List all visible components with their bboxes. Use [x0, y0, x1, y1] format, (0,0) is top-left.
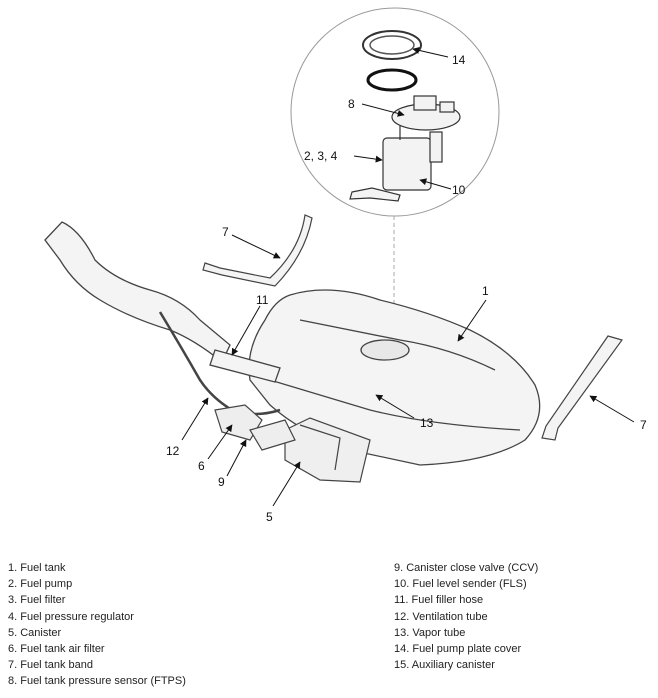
fuel-system-diagram: 14 8 2, 3, 4 10 7 1 11 13 7 12 6 9 5	[44, 7, 647, 524]
callout-13: 13	[420, 416, 434, 430]
legend-item: 10. Fuel level sender (FLS)	[394, 578, 527, 591]
callout-6: 6	[198, 459, 205, 473]
o-ring	[366, 68, 418, 92]
legend-item: 2. Fuel pump	[8, 578, 73, 591]
legend-item: 4. Fuel pressure regulator	[8, 610, 134, 623]
callout-14: 14	[452, 53, 466, 67]
legend-item: 8. Fuel tank pressure sensor (FTPS)	[8, 675, 186, 688]
legend-item: 6. Fuel tank air filter	[8, 643, 105, 656]
legend-item: 14. Fuel pump plate cover	[394, 643, 522, 656]
fuel-pump-module	[349, 95, 461, 202]
legend-item: 1. Fuel tank	[8, 562, 66, 574]
callout-10: 10	[452, 183, 466, 197]
leader-lines	[181, 46, 635, 507]
callout-7-right: 7	[640, 418, 647, 432]
callout-9: 9	[218, 475, 225, 489]
callout-1: 1	[482, 284, 489, 298]
legend-item: 15. Auxiliary canister	[394, 659, 495, 672]
legend-item: 9. Canister close valve (CCV)	[394, 562, 539, 574]
legend-item: 13. Vapor tube	[394, 626, 466, 639]
callout-5: 5	[266, 510, 273, 524]
callout-7-left: 7	[222, 225, 229, 239]
callout-11: 11	[256, 293, 269, 307]
fuel-tank	[248, 289, 541, 466]
fuel-filler-neck	[44, 221, 281, 383]
fuel-tank-band-right	[541, 335, 623, 441]
legend-left: 1. Fuel tank 2. Fuel pump 3. Fuel filter…	[8, 560, 186, 690]
legend-item: 12. Ventilation tube	[394, 610, 488, 623]
legend-item: 7. Fuel tank band	[8, 659, 94, 672]
canister	[284, 417, 371, 483]
legend-item: 11. Fuel filler hose	[394, 594, 484, 607]
callout-2-3-4: 2, 3, 4	[304, 149, 338, 163]
fuel-pump-plate-cover	[362, 30, 422, 60]
legend-item: 3. Fuel filter	[8, 594, 66, 607]
fuel-tank-band-left	[202, 214, 313, 287]
callout-12: 12	[166, 444, 180, 458]
callout-8: 8	[348, 97, 355, 111]
legend-right: 9. Canister close valve (CCV) 10. Fuel l…	[394, 560, 538, 673]
legend-item: 5. Canister	[8, 626, 62, 639]
